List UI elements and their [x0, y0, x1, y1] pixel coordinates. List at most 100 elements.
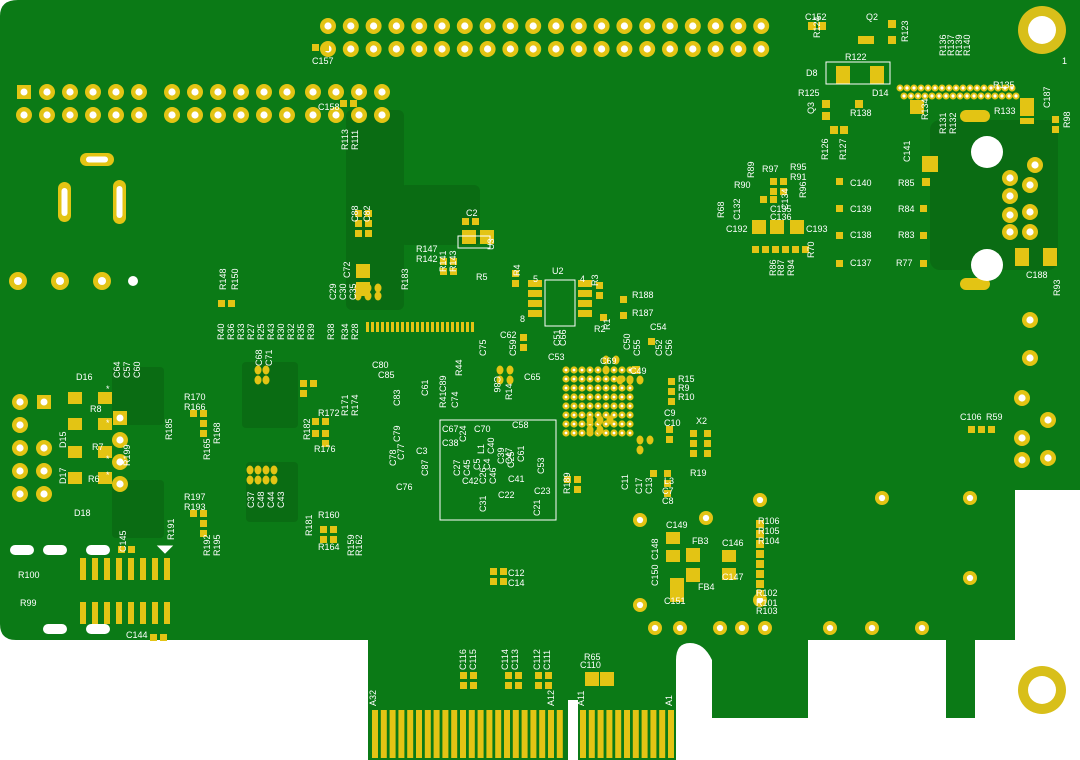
- smd-pad: [68, 446, 82, 458]
- silk-label-r135: R135: [993, 80, 1015, 90]
- edge-finger: [624, 710, 630, 758]
- smd-pad: [350, 100, 357, 107]
- smd-pad: [1020, 118, 1034, 124]
- silk-label-r187: R187: [632, 308, 654, 318]
- silk-label-r127: R127: [838, 138, 848, 160]
- silk-label-c87: C87: [420, 459, 430, 476]
- smd-pad: [450, 258, 457, 265]
- smd-pad: [922, 178, 930, 186]
- th-pad: [633, 598, 647, 612]
- th-pad: [963, 571, 977, 585]
- th-pad: [1040, 412, 1056, 428]
- smd-pad: [200, 530, 207, 537]
- smd-pad: [686, 548, 700, 562]
- smd-pad: [752, 246, 759, 253]
- slot-pad: [43, 545, 67, 555]
- smd-pad: [1043, 248, 1057, 266]
- smd-pad: [505, 682, 512, 689]
- smd-pad: [441, 322, 444, 332]
- silk-label-c148: C148: [650, 538, 660, 560]
- smd-pad: [98, 392, 112, 404]
- silk-label-c193: C193: [806, 224, 828, 234]
- header-pin: [256, 84, 272, 100]
- header-pin: [256, 107, 272, 123]
- th-pad: [12, 440, 28, 456]
- header-pin: [684, 18, 701, 34]
- th-pad: [1022, 224, 1038, 240]
- silk-label-l1: L1: [476, 444, 486, 454]
- silk-label-r150: R150: [230, 268, 240, 290]
- smd-pad: [364, 291, 372, 301]
- led-pad-square: [113, 411, 127, 425]
- smd-pad: [664, 490, 671, 497]
- smd-pad: [704, 440, 711, 447]
- silk-label-r183: R183: [400, 268, 410, 290]
- header-pin: [342, 18, 359, 34]
- smd-pad: [140, 602, 146, 624]
- silk-label-c61b: C61: [516, 445, 526, 462]
- bga-via: [604, 422, 608, 426]
- silk-label-c147: C147: [722, 572, 744, 582]
- silk-label-r159: R159: [346, 534, 356, 556]
- silk-label-r89: R89: [746, 161, 756, 178]
- smd-pad: [600, 672, 614, 686]
- header-pin: [388, 41, 405, 57]
- header-pin: [351, 84, 367, 100]
- smd-pad: [646, 435, 654, 445]
- silk-label-r98: R98: [1062, 111, 1072, 128]
- silk-label-c72: C72: [342, 261, 352, 278]
- smd-pad: [312, 418, 319, 425]
- silk-label-r122: R122: [845, 52, 867, 62]
- silk-label-r32: R32: [286, 323, 296, 340]
- smd-pad: [92, 602, 98, 624]
- bga-via: [596, 395, 600, 399]
- smd-pad: [704, 430, 711, 437]
- smd-pad: [200, 410, 207, 417]
- silk-label-r193: R193: [184, 502, 206, 512]
- header-pin: [502, 41, 519, 57]
- fine-pin: [980, 84, 988, 92]
- silk-label-r174: R174: [350, 394, 360, 416]
- smd-pad: [664, 470, 671, 477]
- smd-pad: [471, 322, 474, 332]
- silk-label-r59: R59: [986, 412, 1003, 422]
- smd-pad: [756, 530, 764, 538]
- header-pin: [707, 41, 724, 57]
- header-pin: [639, 18, 656, 34]
- header-pin: [639, 41, 656, 57]
- silk-label-c187: C187: [1042, 86, 1052, 108]
- smd-pad: [355, 210, 362, 217]
- header-pin: [328, 84, 344, 100]
- header-pin: [210, 107, 226, 123]
- silk-label-c45: C45: [462, 459, 472, 476]
- header-pin: [730, 41, 747, 57]
- smd-pad: [506, 365, 514, 375]
- silk-label-c24: C24: [458, 425, 468, 442]
- silk-label-l3: L3: [664, 476, 674, 486]
- bga-via: [612, 386, 616, 390]
- smd-pad: [330, 526, 337, 533]
- silk-label-r85: R85: [898, 178, 915, 188]
- silk-label-r65: R65: [584, 652, 601, 662]
- header-pin: [39, 84, 55, 100]
- silk-label-c57: C57: [122, 361, 132, 378]
- silk-label-c115: C115: [468, 649, 478, 670]
- smd-pad: [756, 550, 764, 558]
- smd-pad: [636, 445, 644, 455]
- silk-label-r5: R5: [476, 272, 488, 282]
- smd-pad: [262, 465, 270, 475]
- silk-label-r4: R4: [512, 264, 522, 276]
- silk-label-r197: R197: [184, 492, 206, 502]
- smd-pad: [978, 426, 985, 433]
- silk-label-c35: C35: [348, 283, 358, 300]
- silk-label-d18: D18: [74, 508, 91, 518]
- th-pad: [1014, 452, 1030, 468]
- smd-pad: [606, 415, 614, 425]
- smd-pad: [312, 44, 319, 51]
- smd-pad: [300, 380, 307, 387]
- silk-label-r87: R87: [776, 259, 786, 276]
- smd-pad: [490, 578, 497, 585]
- bga-via: [628, 413, 632, 417]
- silk-label-r94: R94: [786, 259, 796, 276]
- smd-pad: [756, 580, 764, 588]
